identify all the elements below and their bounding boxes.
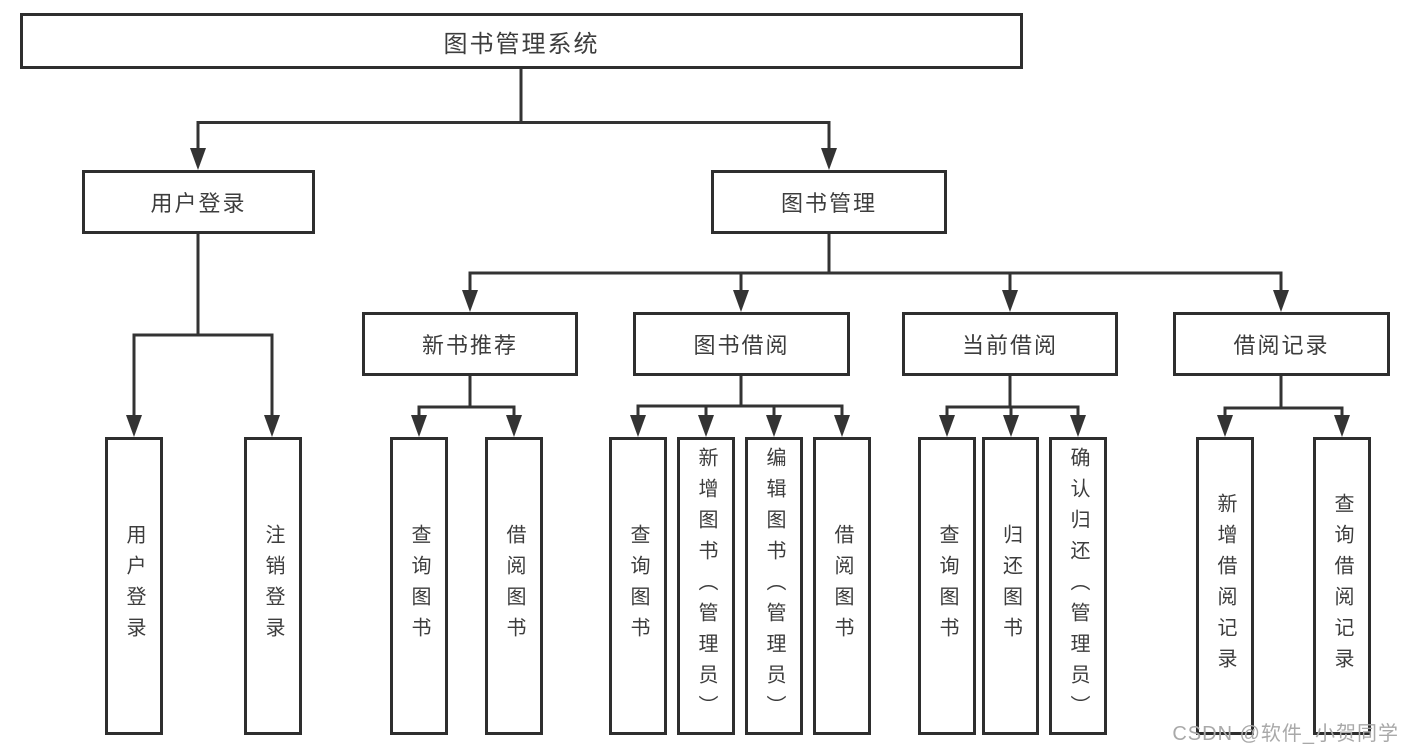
node-borrow-record: 借阅记录 [1173, 312, 1390, 376]
leaf-label: 新增图书（管理员） [695, 446, 717, 726]
leaf-borrow-books: 借阅图书 [813, 437, 871, 735]
leaf-query-books: 查询图书 [390, 437, 448, 735]
node-current-borrow: 当前借阅 [902, 312, 1118, 376]
leaf-edit-books-admin: 编辑图书（管理员） [745, 437, 803, 735]
leaf-label: 借阅图书 [831, 524, 853, 648]
node-library-management-system: 图书管理系统 [20, 13, 1023, 69]
leaf-add-books-admin: 新增图书（管理员） [677, 437, 735, 735]
leaf-query-books: 查询图书 [609, 437, 667, 735]
leaf-label: 借阅图书 [503, 524, 525, 648]
leaf-label: 注销登录 [262, 524, 284, 648]
csdn-watermark: CSDN @软件_小贺同学 [1172, 723, 1399, 745]
node-user-login: 用户登录 [82, 170, 315, 234]
leaf-borrow-books: 借阅图书 [485, 437, 543, 735]
leaf-query-books: 查询图书 [918, 437, 976, 735]
leaf-confirm-return-admin: 确认归还（管理员） [1049, 437, 1107, 735]
leaf-add-borrow-record: 新增借阅记录 [1196, 437, 1254, 735]
node-label: 图书借阅 [693, 333, 790, 358]
leaf-label: 归还图书 [999, 524, 1022, 648]
leaf-logout: 注销登录 [244, 437, 302, 735]
leaf-label: 查询图书 [627, 524, 649, 648]
leaf-label: 查询图书 [408, 524, 430, 648]
leaf-label: 查询图书 [936, 524, 958, 648]
leaf-label: 新增借阅记录 [1214, 493, 1236, 679]
node-label: 用户登录 [150, 191, 247, 216]
node-label: 新书推荐 [421, 333, 518, 358]
leaf-label: 编辑图书（管理员） [763, 446, 785, 726]
leaf-return-books: 归还图书 [982, 437, 1039, 735]
node-label: 当前借阅 [961, 333, 1058, 358]
node-label: 借阅记录 [1233, 333, 1330, 358]
leaf-label: 用户登录 [123, 524, 145, 648]
node-book-borrow: 图书借阅 [633, 312, 850, 376]
node-label: 图书管理 [780, 191, 877, 216]
leaf-query-borrow-record: 查询借阅记录 [1313, 437, 1371, 735]
node-label: 图书管理系统 [443, 30, 600, 58]
leaf-label: 确认归还（管理员） [1067, 446, 1089, 726]
node-book-management: 图书管理 [711, 170, 947, 234]
node-new-book-recommend: 新书推荐 [362, 312, 578, 376]
leaf-user-login: 用户登录 [105, 437, 163, 735]
leaf-label: 查询借阅记录 [1331, 493, 1353, 679]
